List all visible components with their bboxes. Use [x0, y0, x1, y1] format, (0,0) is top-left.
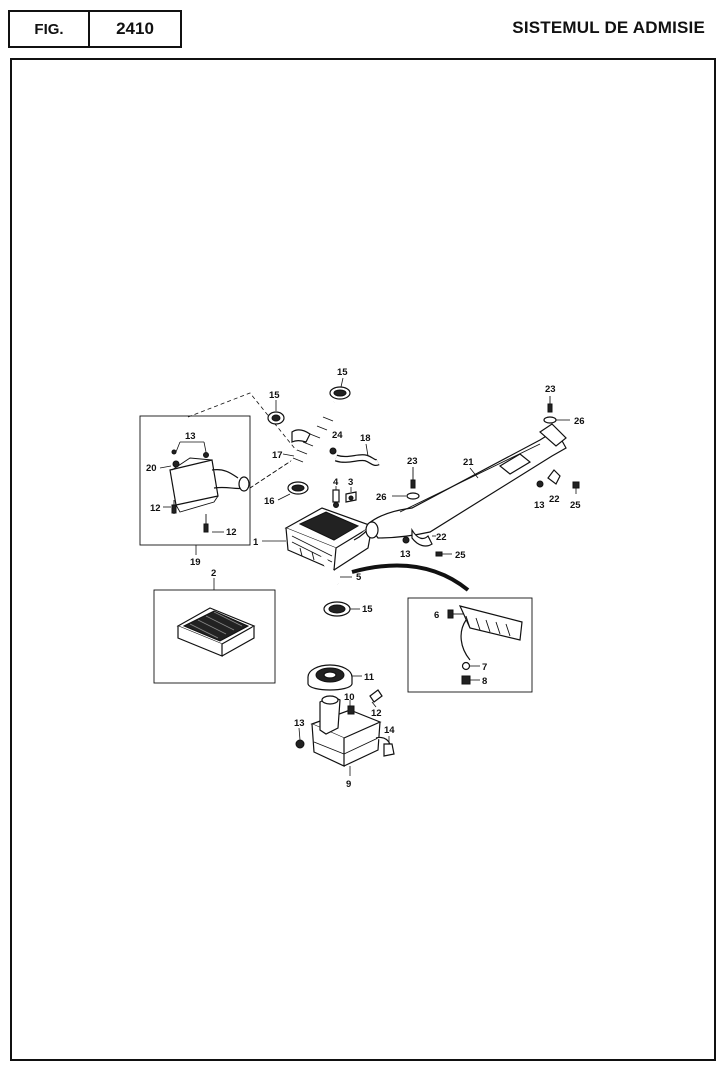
callout-15-top: 15: [337, 367, 348, 378]
fig-number-box: 2410: [88, 10, 182, 48]
callout-11: 11: [364, 672, 375, 683]
callout-3: 3: [348, 477, 353, 488]
inset-19: [139, 392, 301, 555]
callout-15-left: 15: [269, 390, 280, 401]
callout-13-inset: 13: [185, 431, 196, 442]
callout-20: 20: [146, 463, 157, 474]
clamp-15-lower: [323, 601, 360, 617]
diagram-frame: [10, 58, 716, 1061]
callout-12-resonator: 12: [371, 708, 382, 719]
callout-9: 9: [346, 779, 351, 790]
hardware-right: [392, 396, 580, 557]
inset-6-7-8: [407, 597, 533, 693]
callout-14: 14: [384, 725, 395, 736]
callout-25-right: 25: [570, 500, 581, 511]
air-cleaner-1: [262, 507, 374, 586]
callout-4: 4: [333, 477, 339, 488]
callout-23-right: 23: [545, 384, 556, 395]
callout-13-right: 13: [534, 500, 545, 511]
callout-8: 8: [482, 676, 487, 687]
callout-26-right: 26: [574, 416, 585, 427]
part-11: [307, 664, 362, 691]
callout-21: 21: [463, 457, 474, 468]
fig-number: 2410: [116, 19, 154, 38]
callout-23-duct: 23: [407, 456, 418, 467]
callout-15-lower: 15: [362, 604, 373, 615]
callout-24: 24: [332, 430, 343, 441]
duct-21: [365, 423, 567, 539]
callout-6: 6: [434, 610, 439, 621]
fig-label: FIG.: [34, 20, 64, 38]
callout-13-duct: 13: [400, 549, 411, 560]
callout-19: 19: [190, 557, 201, 568]
hose-18: [329, 443, 380, 466]
callout-7: 7: [482, 662, 487, 673]
hose-17: [267, 377, 351, 501]
callout-10: 10: [344, 692, 355, 703]
callout-26-duct: 26: [376, 492, 387, 503]
callout-22-duct: 22: [436, 532, 447, 543]
callout-2: 2: [211, 568, 216, 579]
callout-1: 1: [253, 537, 259, 548]
callout-12-inset-right: 12: [226, 527, 237, 538]
callout-labels: 1 2 3 4 5 6 7 8 9 10 11 12 12 12 13 13 1…: [146, 367, 585, 790]
page-title: SISTEMUL DE ADMISIE: [512, 18, 705, 37]
inset-2-filter: [153, 578, 276, 684]
callout-18: 18: [360, 433, 371, 444]
callout-16: 16: [264, 496, 275, 507]
callout-12-inset: 12: [150, 503, 161, 514]
callout-25-duct: 25: [455, 550, 466, 561]
resonator-9: [295, 689, 395, 776]
callout-22-right: 22: [549, 494, 560, 505]
callout-13-resonator: 13: [294, 718, 305, 729]
cable: [351, 563, 470, 592]
callout-17: 17: [272, 450, 283, 461]
parts-3-4: [332, 486, 357, 508]
callout-5: 5: [356, 572, 362, 583]
